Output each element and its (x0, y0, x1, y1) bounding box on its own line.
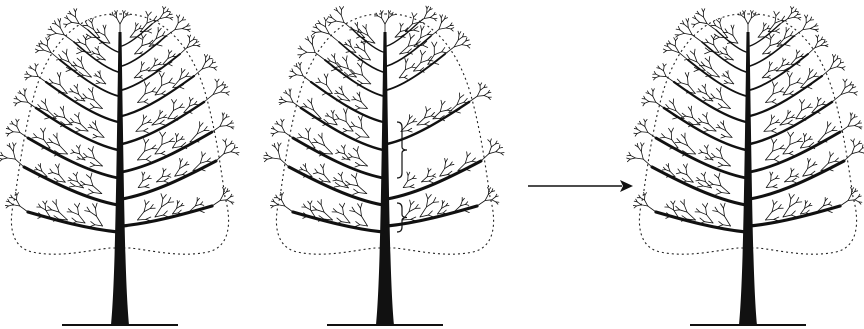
branch (656, 138, 746, 178)
branch (122, 76, 194, 116)
branch (325, 60, 383, 96)
branch (289, 167, 383, 205)
branch (750, 54, 808, 90)
branch (652, 167, 746, 205)
branch (122, 102, 204, 144)
branch (122, 54, 180, 90)
branch (311, 82, 383, 122)
branch (353, 30, 383, 52)
branch (88, 30, 118, 52)
gap-bracket (397, 122, 407, 178)
branch (122, 36, 166, 66)
branch (301, 108, 383, 150)
branch (387, 54, 445, 90)
branch (46, 82, 118, 122)
branch (688, 60, 746, 96)
tree-regrown (627, 7, 864, 325)
branch (122, 132, 212, 172)
gap-bracket (397, 203, 407, 232)
branch (28, 138, 118, 178)
branch (750, 161, 844, 199)
branch (122, 161, 216, 199)
branch (387, 161, 481, 199)
branch (60, 60, 118, 96)
branch (387, 24, 417, 46)
branch (750, 76, 822, 116)
branch (674, 82, 746, 122)
branch (293, 138, 383, 178)
branch (664, 108, 746, 150)
branch (36, 108, 118, 150)
transition-arrow (528, 180, 633, 192)
branch (750, 132, 840, 172)
tree-pruned (264, 6, 504, 325)
branch (24, 167, 118, 205)
branch (750, 24, 780, 46)
branch (750, 102, 832, 144)
branch (750, 36, 794, 66)
branch (122, 24, 152, 46)
tree-original (0, 7, 239, 325)
branch (716, 30, 746, 52)
